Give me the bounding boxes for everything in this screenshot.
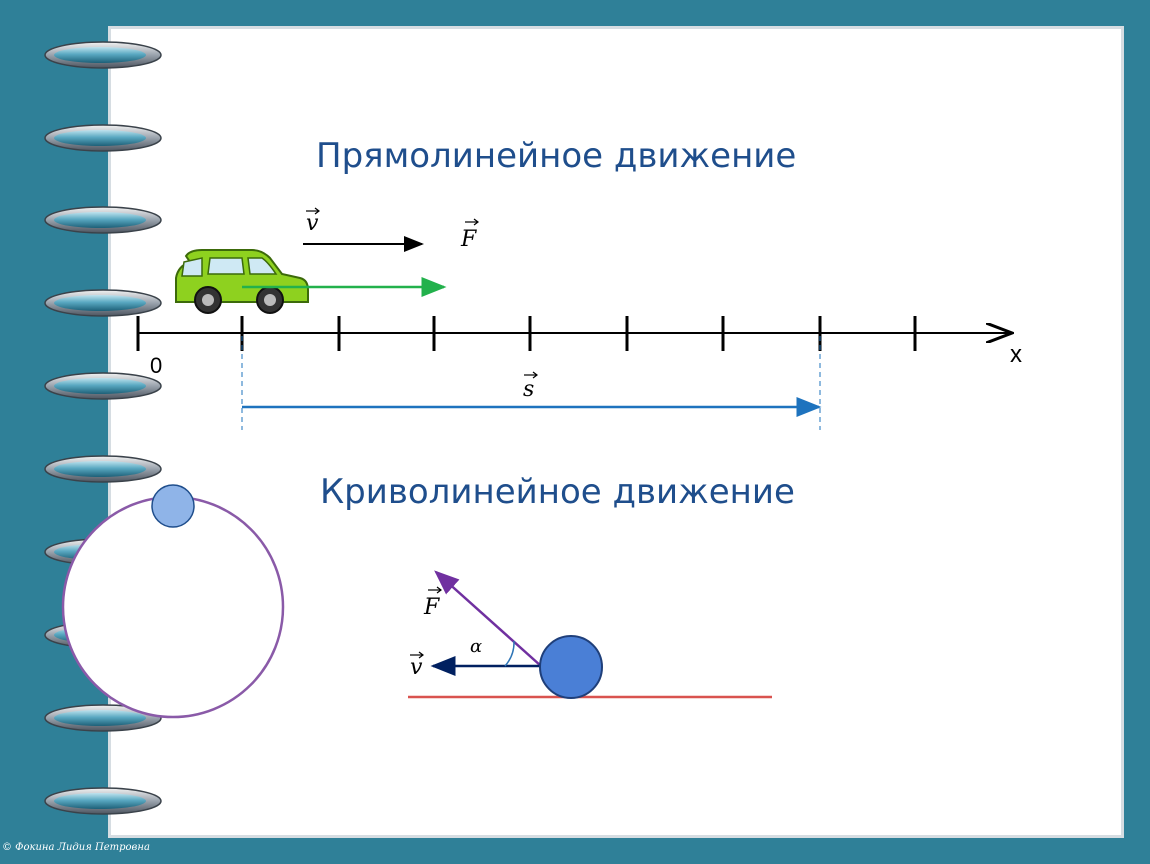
- velocity-label-curved: v: [410, 651, 424, 680]
- angle-arc: [504, 640, 515, 667]
- svg-text:v: v: [306, 211, 319, 236]
- title-curved-motion: Криволинейное движение: [320, 472, 795, 512]
- velocity-label-top: v: [306, 207, 320, 236]
- notebook-page: [108, 26, 1124, 838]
- spiral-ring: [44, 372, 162, 400]
- spiral-ring: [44, 787, 162, 815]
- car-icon: [175, 249, 309, 314]
- title-straight-motion: Прямолинейное движение: [316, 136, 797, 176]
- spiral-ring: [44, 289, 162, 317]
- ball: [539, 635, 603, 699]
- svg-text:s: s: [523, 377, 534, 402]
- force-arrow-curved: [434, 570, 542, 667]
- displacement-label: s: [523, 371, 538, 402]
- spiral-ring: [44, 704, 162, 732]
- circular-path: [61, 495, 285, 719]
- force-label-top: F: [460, 218, 479, 252]
- svg-text:v: v: [410, 655, 423, 680]
- spiral-ring: [44, 206, 162, 234]
- axis-origin-label: 0: [150, 353, 162, 378]
- axis-x-label: x: [1010, 341, 1022, 368]
- force-label-curved: F: [423, 586, 442, 620]
- angle-label: α: [470, 636, 482, 657]
- svg-text:F: F: [423, 595, 440, 620]
- copyright-footer: © Фокина Лидия Петровна: [2, 842, 150, 853]
- ball-on-circle: [151, 484, 195, 528]
- spiral-ring: [44, 41, 162, 69]
- axis-ticks: [136, 316, 917, 351]
- spiral-ring: [44, 124, 162, 152]
- svg-text:F: F: [460, 227, 477, 252]
- spiral-ring: [44, 455, 162, 483]
